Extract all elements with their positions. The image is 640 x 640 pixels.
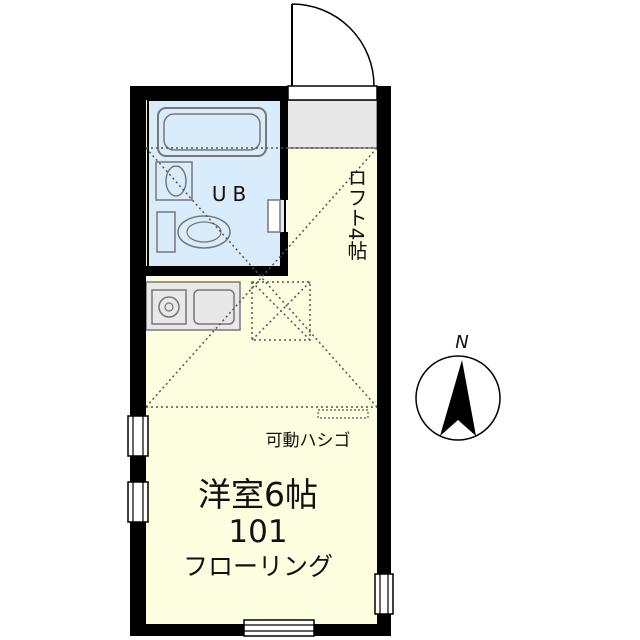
compass-icon: [415, 355, 501, 441]
bathtub-icon: [157, 107, 267, 157]
window-left-lower: [127, 481, 149, 523]
loft-label: ロフト4帖: [344, 168, 368, 261]
entry-storage: [286, 99, 378, 149]
bathroom-door: [267, 199, 281, 233]
room-name-label: 洋室6帖: [198, 475, 318, 514]
sink-icon: [193, 289, 235, 325]
bathroom-area: [147, 99, 286, 269]
bathroom-label: UB: [212, 182, 252, 206]
kitchen-counter: [145, 281, 241, 331]
window-left-upper: [127, 415, 149, 457]
ladder-icon: [317, 409, 369, 419]
ladder-label: 可動ハシゴ: [266, 430, 351, 451]
bath-sink-icon: [155, 161, 193, 201]
door-swing-icon: [287, 3, 378, 101]
room-number-label: 101: [228, 514, 287, 550]
window-bottom: [243, 619, 315, 637]
toilet-icon: [156, 211, 231, 253]
bathroom-wall-bottom: [140, 266, 288, 276]
bathroom-wall-right: [280, 100, 288, 200]
stove-icon: [151, 289, 187, 325]
bathroom-wall-right-lower: [280, 232, 288, 272]
loft-outline: [145, 147, 378, 408]
window-right: [374, 573, 394, 615]
flooring-label: フローリング: [183, 552, 333, 581]
north-label: N: [455, 332, 468, 353]
